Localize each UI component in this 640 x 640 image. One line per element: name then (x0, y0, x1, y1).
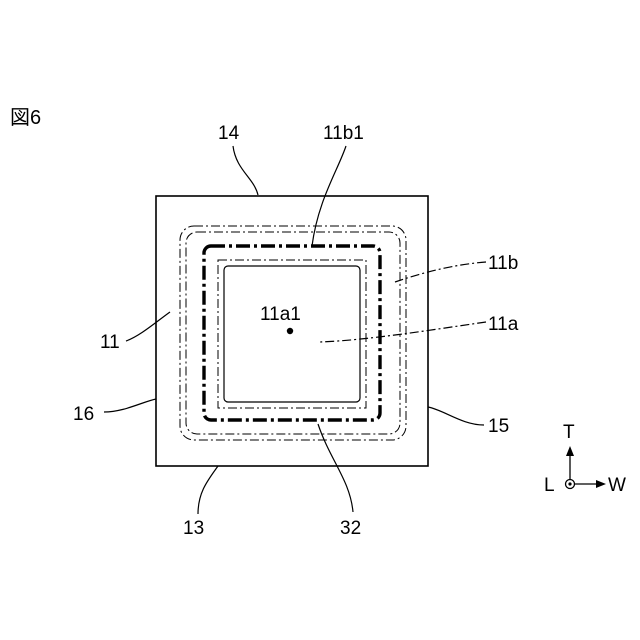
label-11b1: 11b1 (323, 123, 364, 144)
figure-title: 図6 (10, 107, 41, 129)
leader-15 (428, 407, 484, 425)
axis-label-w: W (608, 475, 626, 496)
label-13: 13 (183, 518, 204, 539)
label-11b: 11b (488, 253, 518, 274)
leader-32 (318, 424, 353, 512)
label-14: 14 (218, 123, 240, 144)
out-of-plane-dot-icon (568, 482, 571, 485)
leader-11b (395, 262, 486, 282)
leader-11 (126, 312, 170, 341)
axis-label-l: L (544, 475, 555, 496)
leader-16 (104, 399, 156, 412)
region-11a-inner-boundary (224, 266, 360, 402)
label-15: 15 (488, 416, 509, 437)
center-point-11a1 (287, 328, 293, 334)
arrowhead-up-icon (566, 446, 574, 456)
axis-label-t: T (563, 422, 575, 443)
arrowhead-right-icon (596, 480, 606, 488)
label-16: 16 (73, 404, 94, 425)
label-11: 11 (100, 332, 120, 353)
region-11a-outer-boundary (218, 260, 366, 408)
label-11a1: 11a1 (260, 304, 301, 325)
direction-indicator: T L W (544, 422, 626, 496)
leader-11a (320, 322, 486, 342)
label-32: 32 (340, 518, 361, 539)
leader-14 (233, 146, 258, 195)
leader-13 (198, 466, 218, 514)
label-11a: 11a (488, 314, 519, 335)
